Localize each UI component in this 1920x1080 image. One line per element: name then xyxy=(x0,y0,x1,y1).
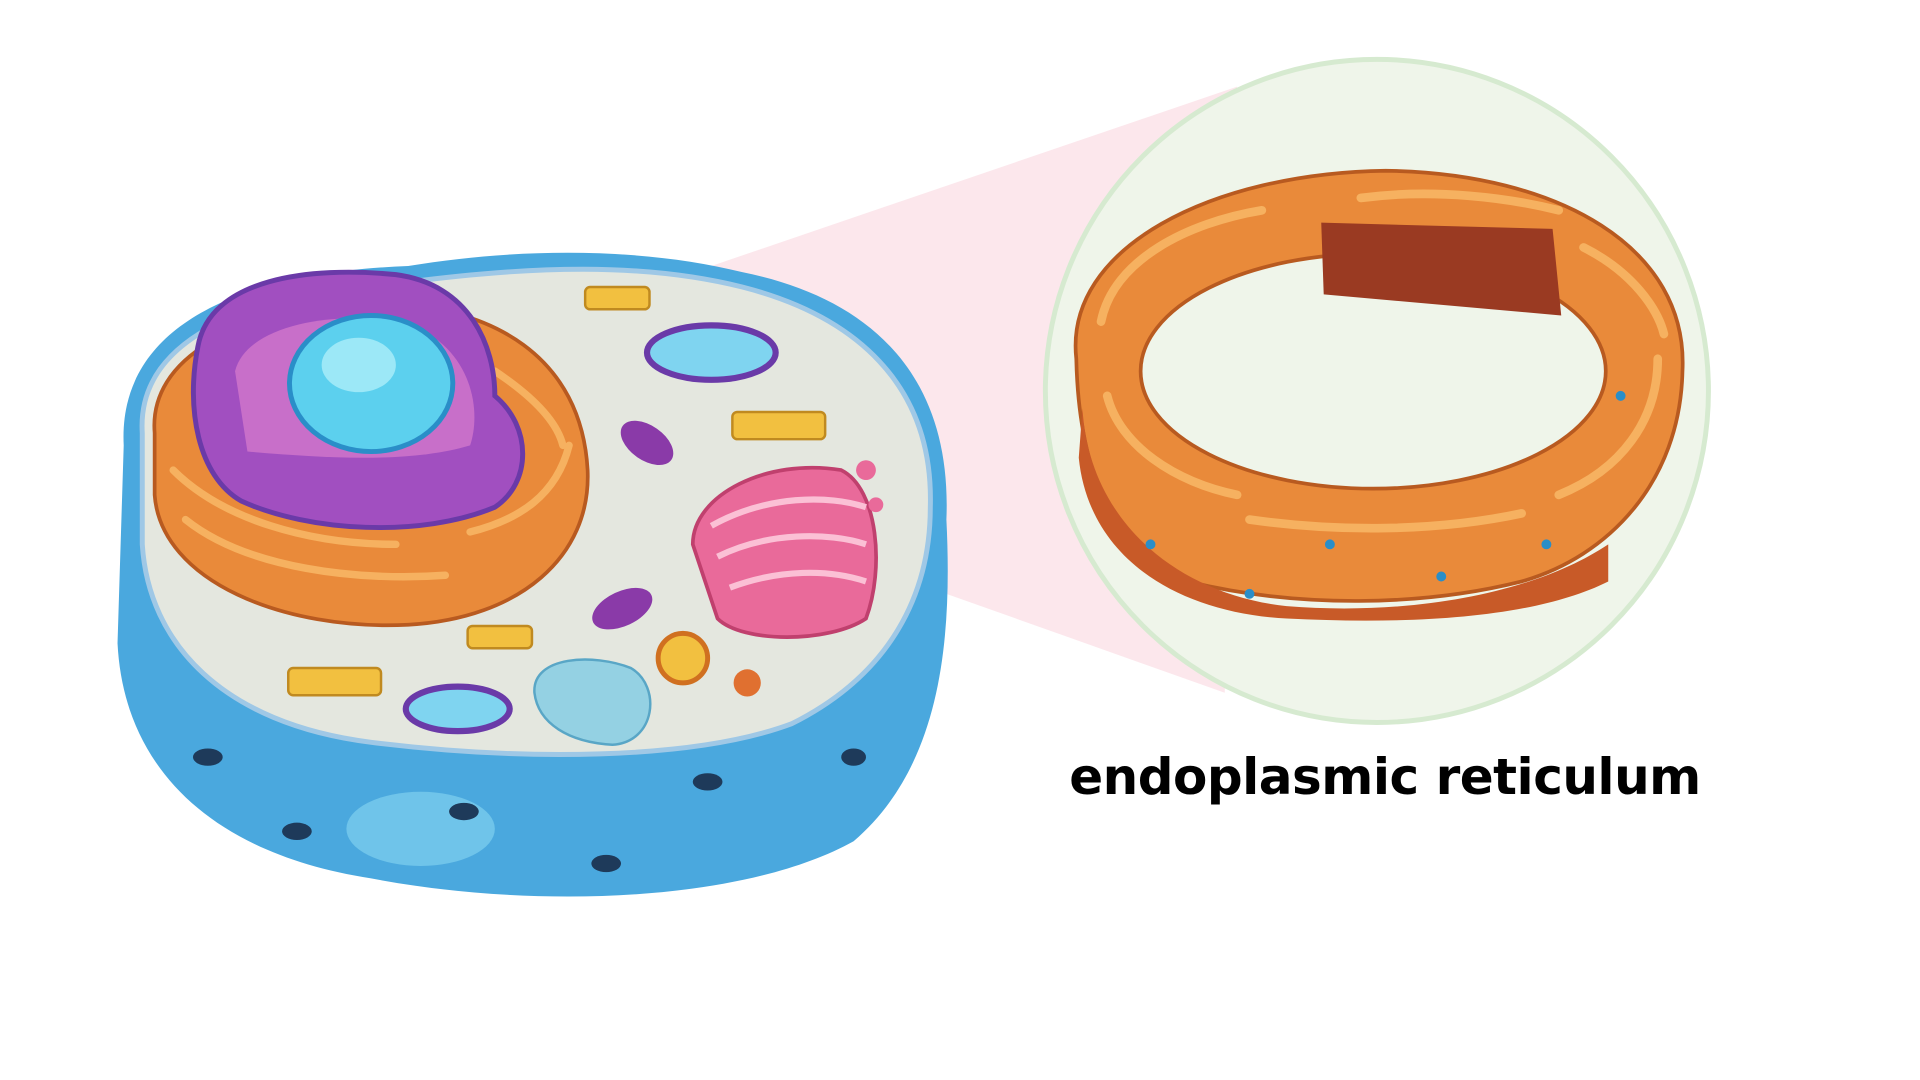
er-ring-side xyxy=(1078,408,1609,621)
membrane-pores xyxy=(192,748,866,873)
vacuole xyxy=(533,658,652,746)
ribosomes xyxy=(1145,390,1626,599)
centrioles xyxy=(287,285,827,697)
er-zoomed-folds xyxy=(1096,189,1669,533)
er-folds xyxy=(169,367,573,581)
nucleolus-highlight xyxy=(321,337,396,393)
er-zoomed xyxy=(1073,168,1685,621)
peroxisome xyxy=(655,630,711,686)
small-vesicle xyxy=(733,669,761,697)
animal-cell xyxy=(117,252,948,897)
er-cut-face xyxy=(1321,222,1562,316)
organelle-label: endoplasmic reticulum xyxy=(1069,748,1701,806)
cell-highlight xyxy=(346,791,495,866)
mitochondria xyxy=(402,322,779,735)
lysosomes xyxy=(592,420,674,630)
golgi-apparatus xyxy=(690,460,884,639)
